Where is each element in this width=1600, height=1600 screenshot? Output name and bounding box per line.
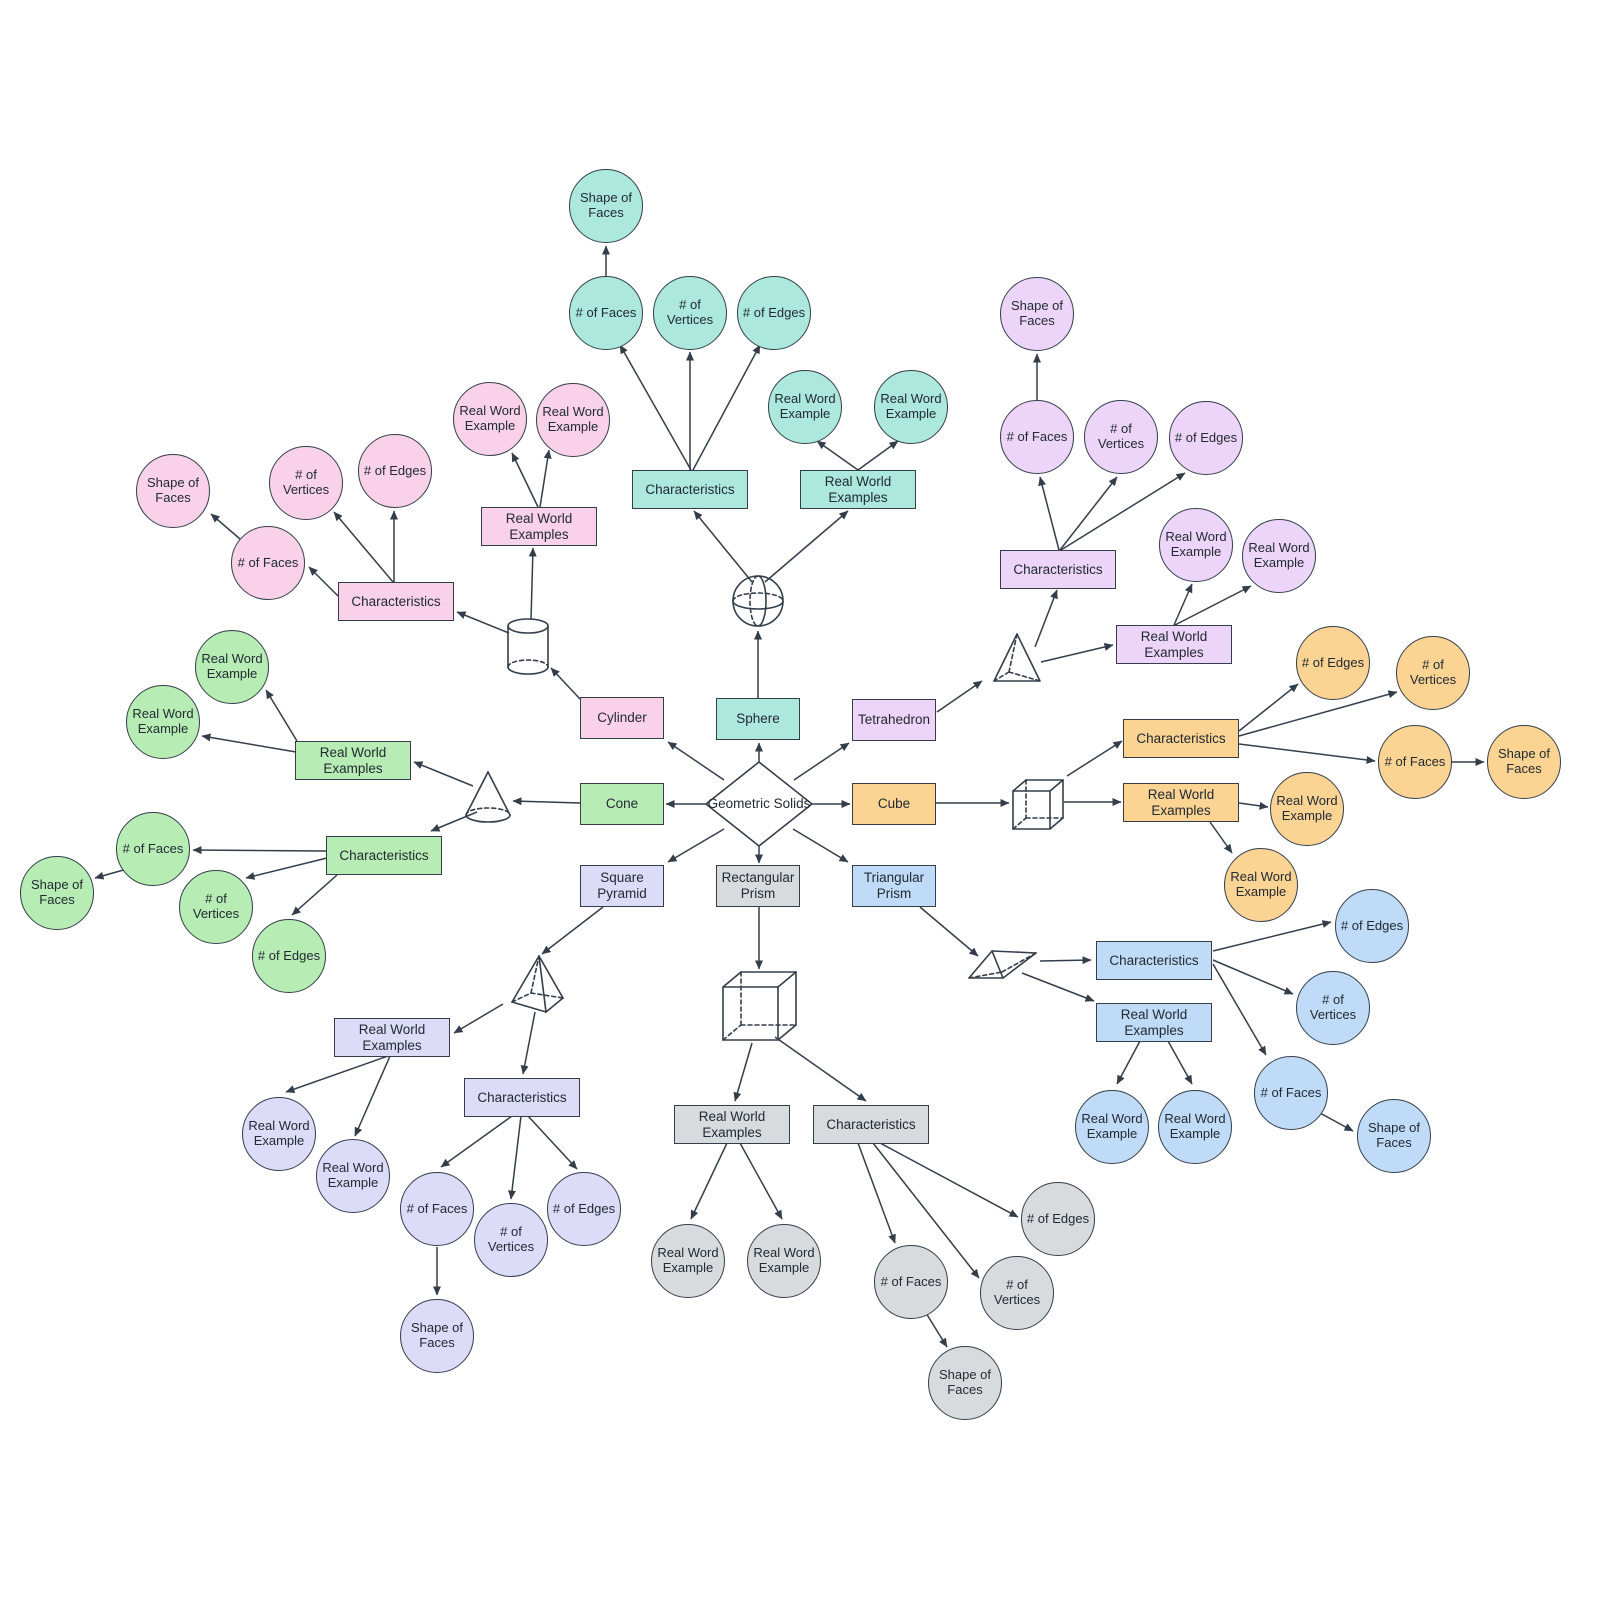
square-pyramid-shape-of-faces[interactable]: Shape of Faces (400, 1299, 474, 1373)
cone-3d-icon[interactable] (465, 771, 511, 823)
cube-num-faces[interactable]: # of Faces (1378, 725, 1452, 799)
rectangular-prism-real-world-examples[interactable]: Real World Examples (674, 1105, 790, 1144)
tetrahedron-num-vertices[interactable]: # of Vertices (1084, 400, 1158, 474)
cube-branch-edges (936, 683, 1485, 854)
square-pyramid-real-world-examples[interactable]: Real World Examples (334, 1018, 450, 1057)
rectangular-prism-num-edges[interactable]: # of Edges (1021, 1182, 1095, 1256)
cube-characteristics[interactable]: Characteristics (1123, 719, 1239, 758)
square-pyramid-branch-edges (285, 906, 604, 1296)
sphere-real-word-example-1[interactable]: Real Word Example (768, 370, 842, 444)
cylinder-branch-edges (210, 449, 581, 700)
node-sphere[interactable]: Sphere (716, 698, 800, 740)
cube-num-edges[interactable]: # of Edges (1296, 626, 1370, 700)
cone-characteristics[interactable]: Characteristics (326, 836, 442, 875)
cylinder-num-faces[interactable]: # of Faces (231, 526, 305, 600)
cone-real-world-examples[interactable]: Real World Examples (295, 741, 411, 780)
triangular-prism-real-world-examples[interactable]: Real World Examples (1096, 1003, 1212, 1042)
cylinder-characteristics[interactable]: Characteristics (338, 582, 454, 621)
tetrahedron-num-faces[interactable]: # of Faces (1000, 400, 1074, 474)
rectangular-prism-real-word-example-2[interactable]: Real Word Example (747, 1224, 821, 1298)
cone-num-edges[interactable]: # of Edges (252, 919, 326, 993)
tetrahedron-branch-edges (936, 353, 1252, 713)
cylinder-real-word-example-1[interactable]: Real Word Example (453, 382, 527, 456)
cube-real-word-example-2[interactable]: Real Word Example (1224, 848, 1298, 922)
square-pyramid-num-vertices[interactable]: # of Vertices (474, 1203, 548, 1277)
cone-real-word-example-2[interactable]: Real Word Example (126, 685, 200, 759)
sphere-real-world-examples[interactable]: Real World Examples (800, 470, 916, 509)
cube-real-world-examples[interactable]: Real World Examples (1123, 783, 1239, 822)
tetrahedron-num-edges[interactable]: # of Edges (1169, 401, 1243, 475)
sphere-num-vertices[interactable]: # of Vertices (653, 276, 727, 350)
node-cube[interactable]: Cube (852, 783, 936, 825)
cylinder-real-word-example-2[interactable]: Real Word Example (536, 383, 610, 457)
hub-label[interactable]: Geometric Solids (707, 795, 811, 811)
triangular-prism-real-word-example-2[interactable]: Real Word Example (1158, 1090, 1232, 1164)
node-cone[interactable]: Cone (580, 783, 664, 825)
rectangular-prism-num-faces[interactable]: # of Faces (874, 1245, 948, 1319)
rectangular-prism-3d-icon[interactable] (722, 971, 797, 1041)
square-pyramid-real-word-example-2[interactable]: Real Word Example (316, 1139, 390, 1213)
cylinder-real-world-examples[interactable]: Real World Examples (481, 507, 597, 546)
sphere-3d-icon[interactable] (732, 575, 784, 627)
cone-num-faces[interactable]: # of Faces (116, 812, 190, 886)
triangular-prism-3d-icon[interactable] (968, 950, 1037, 979)
cylinder-3d-icon[interactable] (507, 618, 549, 675)
tetrahedron-shape-of-faces[interactable]: Shape of Faces (1000, 277, 1074, 351)
cube-real-word-example-1[interactable]: Real Word Example (1270, 772, 1344, 846)
square-pyramid-characteristics[interactable]: Characteristics (464, 1078, 580, 1117)
triangular-prism-num-vertices[interactable]: # of Vertices (1296, 971, 1370, 1045)
cone-num-vertices[interactable]: # of Vertices (179, 870, 253, 944)
tetrahedron-real-world-examples[interactable]: Real World Examples (1116, 625, 1232, 664)
sphere-shape-of-faces[interactable]: Shape of Faces (569, 169, 643, 243)
node-cylinder[interactable]: Cylinder (580, 697, 664, 739)
triangular-prism-real-word-example-1[interactable]: Real Word Example (1075, 1090, 1149, 1164)
sphere-characteristics[interactable]: Characteristics (632, 470, 748, 509)
triangular-prism-characteristics[interactable]: Characteristics (1096, 941, 1212, 980)
node-rectangular-prism[interactable]: Rectangular Prism (716, 865, 800, 907)
sphere-branch-edges (602, 245, 899, 698)
square-pyramid-num-faces[interactable]: # of Faces (400, 1172, 474, 1246)
node-tetrahedron[interactable]: Tetrahedron (852, 699, 936, 741)
sphere-real-word-example-2[interactable]: Real Word Example (874, 370, 948, 444)
square-pyramid-3d-icon[interactable] (511, 955, 564, 1013)
cylinder-shape-of-faces[interactable]: Shape of Faces (136, 454, 210, 528)
triangular-prism-num-edges[interactable]: # of Edges (1335, 889, 1409, 963)
hub-edges (665, 741, 851, 864)
tetrahedron-3d-icon[interactable] (993, 633, 1041, 682)
cone-shape-of-faces[interactable]: Shape of Faces (20, 856, 94, 930)
sphere-num-edges[interactable]: # of Edges (737, 276, 811, 350)
square-pyramid-real-word-example-1[interactable]: Real Word Example (242, 1097, 316, 1171)
cone-real-word-example-1[interactable]: Real Word Example (195, 630, 269, 704)
cube-shape-of-faces[interactable]: Shape of Faces (1487, 725, 1561, 799)
triangular-prism-shape-of-faces[interactable]: Shape of Faces (1357, 1099, 1431, 1173)
triangular-prism-num-faces[interactable]: # of Faces (1254, 1056, 1328, 1130)
cylinder-num-vertices[interactable]: # of Vertices (269, 446, 343, 520)
rectangular-prism-shape-of-faces[interactable]: Shape of Faces (928, 1346, 1002, 1420)
node-triangular-prism[interactable]: Triangular Prism (852, 865, 936, 907)
rectangular-prism-characteristics[interactable]: Characteristics (813, 1105, 929, 1144)
triangular-prism-branch-edges (919, 906, 1354, 1132)
node-square-pyramid[interactable]: Square Pyramid (580, 865, 664, 907)
tetrahedron-real-word-example-1[interactable]: Real Word Example (1159, 508, 1233, 582)
rectangular-prism-real-word-example-1[interactable]: Real Word Example (651, 1224, 725, 1298)
cone-branch-edges (94, 689, 581, 916)
cube-num-vertices[interactable]: # of Vertices (1396, 636, 1470, 710)
rectangular-prism-branch-edges (690, 907, 1019, 1348)
tetrahedron-characteristics[interactable]: Characteristics (1000, 550, 1116, 589)
sphere-num-faces[interactable]: # of Faces (569, 276, 643, 350)
square-pyramid-num-edges[interactable]: # of Edges (547, 1172, 621, 1246)
rectangular-prism-num-vertices[interactable]: # of Vertices (980, 1256, 1054, 1330)
cylinder-num-edges[interactable]: # of Edges (358, 434, 432, 508)
cube-3d-icon[interactable] (1012, 779, 1064, 830)
tetrahedron-real-word-example-2[interactable]: Real Word Example (1242, 519, 1316, 593)
